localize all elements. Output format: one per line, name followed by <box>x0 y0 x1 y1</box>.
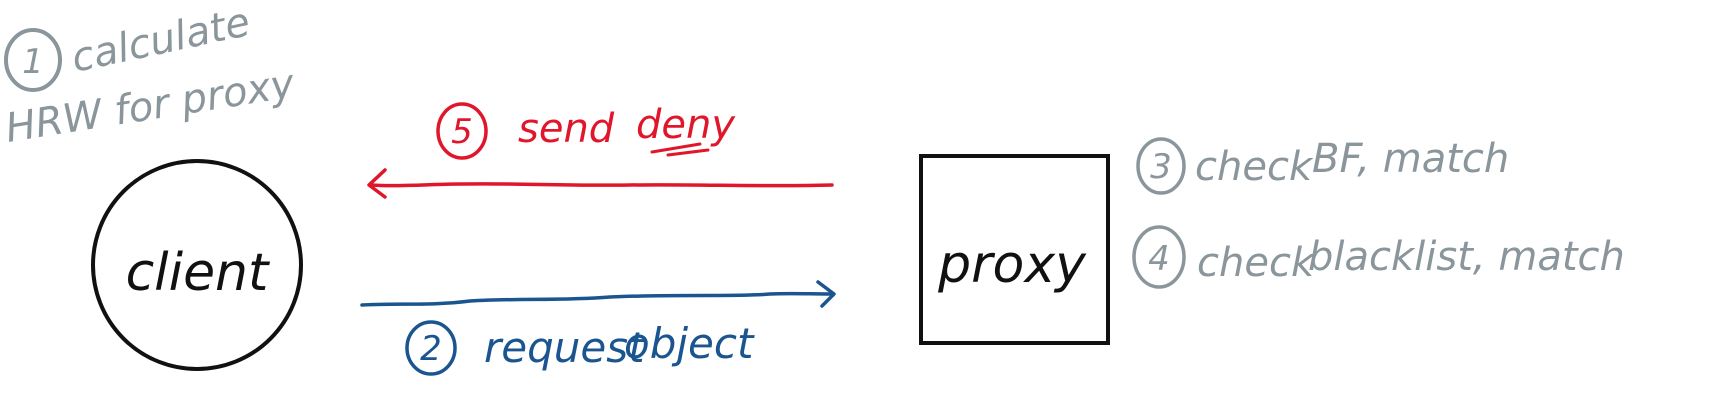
client-node: client <box>91 159 303 371</box>
step5-text-deny: deny <box>636 102 736 148</box>
client-circle <box>91 159 303 371</box>
proxy-node: proxy <box>919 154 1110 345</box>
step2-number-circle <box>405 320 457 376</box>
deny-arrow-line <box>368 182 834 188</box>
step1-text-line2: HRW for proxy <box>2 61 298 152</box>
step5-deny-arrow: 5 send deny <box>367 102 834 199</box>
deny-arrow-head <box>367 168 387 199</box>
request-arrow-line <box>360 291 834 307</box>
step5-text-send: send <box>518 106 615 152</box>
step2-number: 2 <box>420 329 442 369</box>
step3-number: 3 <box>1150 147 1172 187</box>
step1-text-line1: calculate <box>68 0 255 82</box>
step5-number: 5 <box>451 112 473 152</box>
step3-annotation: 3 check BF, match <box>1136 136 1509 195</box>
client-label: client <box>126 243 270 303</box>
step4-annotation: 4 check blacklist, match <box>1132 225 1625 289</box>
step4-number: 4 <box>1148 239 1170 279</box>
step2-request-arrow: 2 request object <box>360 280 836 376</box>
step3-text-check: check <box>1195 144 1314 190</box>
step3-text-bf-match: BF, match <box>1312 136 1509 182</box>
step5-number-circle <box>436 102 488 160</box>
request-arrow-head <box>816 280 836 308</box>
step2-text-object: object <box>624 319 755 368</box>
step4-number-circle <box>1132 225 1186 289</box>
step1-number-circle <box>4 28 62 92</box>
step1-annotation: 1 calculate HRW for proxy <box>2 0 298 152</box>
step2-text-request: request <box>484 323 646 372</box>
deny-underline <box>650 142 710 157</box>
step4-text-blacklist-match: blacklist, match <box>1308 234 1625 280</box>
step3-number-circle <box>1136 137 1186 195</box>
proxy-box <box>919 154 1110 345</box>
step1-number: 1 <box>22 42 44 82</box>
proxy-label: proxy <box>937 235 1087 295</box>
step4-text-check: check <box>1197 240 1316 286</box>
